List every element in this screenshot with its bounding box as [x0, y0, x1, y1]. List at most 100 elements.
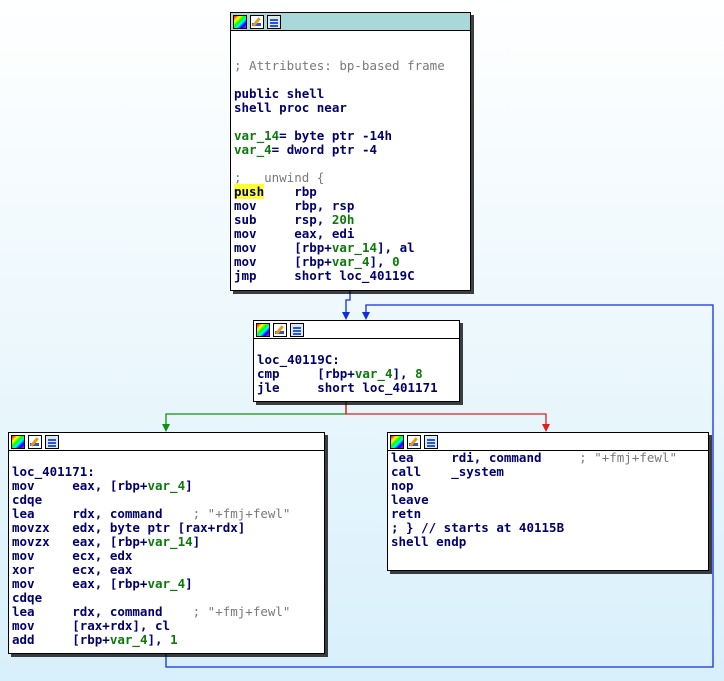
code-line[interactable]: [257, 339, 459, 353]
code-line[interactable]: sub rsp, 20h: [234, 213, 470, 227]
code-line[interactable]: movzx eax, [rbp+var_14]: [12, 535, 324, 549]
code-token[interactable]: shell endp: [391, 534, 467, 549]
code-line[interactable]: shell endp: [391, 535, 708, 549]
code-token[interactable]: xor ecx, eax: [12, 562, 133, 577]
code-token[interactable]: lea rdx, command: [12, 604, 193, 619]
code-line[interactable]: leave: [391, 493, 708, 507]
code-token[interactable]: add [rbp+: [12, 632, 110, 647]
code-line[interactable]: mov [rbp+var_14], al: [234, 241, 470, 255]
code-token[interactable]: cdqe: [12, 590, 43, 605]
code-line[interactable]: [234, 157, 470, 171]
node-header[interactable]: [254, 321, 459, 339]
code-token[interactable]: = dword ptr -4: [271, 142, 377, 157]
code-line[interactable]: public shell: [234, 87, 470, 101]
code-line[interactable]: mov eax, [rbp+var_4]: [12, 577, 324, 591]
code-line[interactable]: cmp [rbp+var_4], 8: [257, 367, 459, 381]
code-token[interactable]: movzx edx, byte ptr [rax+rdx]: [12, 520, 246, 535]
code-line[interactable]: mov rbp, rsp: [234, 199, 470, 213]
code-token[interactable]: loc_401171:: [12, 464, 95, 479]
code-token[interactable]: mov eax, edi: [234, 226, 355, 241]
code-line[interactable]: cdqe: [12, 591, 324, 605]
code-token[interactable]: var_4: [109, 632, 148, 647]
code-token[interactable]: shell proc near: [234, 100, 347, 115]
code-token[interactable]: ],: [392, 366, 416, 381]
code-token[interactable]: mov rbp, rsp: [234, 198, 355, 213]
color-icon[interactable]: [256, 322, 270, 337]
code-token[interactable]: ; "+fmj+fewl": [192, 604, 291, 619]
code-token[interactable]: 1: [170, 632, 178, 647]
code-token[interactable]: mov [rbp+: [234, 254, 332, 269]
code-token[interactable]: 0: [392, 254, 400, 269]
code-line[interactable]: mov eax, [rbp+var_4]: [12, 479, 324, 493]
code-token[interactable]: movzx eax, [rbp+: [12, 534, 148, 549]
code-token[interactable]: var_14: [234, 128, 280, 143]
code-line[interactable]: var_14= byte ptr -14h: [234, 129, 470, 143]
code-token[interactable]: var_4: [354, 366, 393, 381]
code-line[interactable]: add [rbp+var_4], 1: [12, 633, 324, 647]
rename-icon[interactable]: [407, 434, 421, 449]
code-token[interactable]: var_4: [147, 576, 186, 591]
code-line[interactable]: lea rdx, command ; "+fmj+fewl": [12, 507, 324, 521]
code-line[interactable]: [234, 31, 470, 45]
code-token[interactable]: ; "+fmj+fewl": [192, 506, 291, 521]
code-line[interactable]: call _system: [391, 465, 708, 479]
code-token[interactable]: var_4: [147, 478, 186, 493]
code-token[interactable]: ]: [185, 478, 193, 493]
code-token[interactable]: public shell: [234, 86, 325, 101]
code-token[interactable]: mov [rax+rdx], cl: [12, 618, 171, 633]
code-token[interactable]: nop: [391, 478, 414, 493]
graph-icon[interactable]: [290, 322, 304, 337]
code-token[interactable]: leave: [391, 492, 429, 507]
code-token[interactable]: ], al: [377, 240, 415, 255]
cursor-token[interactable]: push: [234, 184, 265, 199]
code-line[interactable]: push rbp: [234, 184, 470, 199]
code-token[interactable]: cmp [rbp+: [257, 366, 355, 381]
code-token[interactable]: var_4: [234, 142, 272, 157]
code-line[interactable]: mov [rax+rdx], cl: [12, 619, 324, 633]
code-line[interactable]: movzx edx, byte ptr [rax+rdx]: [12, 521, 324, 535]
code-line[interactable]: [234, 45, 470, 59]
code-line[interactable]: var_4= dword ptr -4: [234, 143, 470, 157]
code-token[interactable]: var_4: [331, 254, 370, 269]
graph-icon[interactable]: [267, 14, 281, 29]
code-token[interactable]: = byte ptr -14h: [279, 128, 393, 143]
code-token[interactable]: ]: [185, 576, 193, 591]
code-token[interactable]: ],: [147, 632, 171, 647]
code-token[interactable]: jmp short loc_40119C: [234, 268, 415, 283]
code-line[interactable]: loc_40119C:: [257, 353, 459, 367]
code-token[interactable]: mov eax, [rbp+: [12, 478, 148, 493]
code-line[interactable]: shell proc near: [234, 101, 470, 115]
code-line[interactable]: lea rdx, command ; "+fmj+fewl": [12, 605, 324, 619]
code-line[interactable]: lea rdi, command ; "+fmj+fewl": [391, 451, 708, 465]
code-token[interactable]: loc_40119C:: [257, 352, 340, 367]
node-header[interactable]: [231, 13, 470, 31]
graph-icon[interactable]: [424, 434, 438, 449]
code-line[interactable]: [12, 451, 324, 465]
code-token[interactable]: 20h: [331, 212, 355, 227]
code-token[interactable]: lea rdx, command: [12, 506, 193, 521]
code-token[interactable]: ]: [192, 534, 201, 549]
color-icon[interactable]: [233, 14, 247, 29]
graph-icon[interactable]: [45, 434, 59, 449]
rename-icon[interactable]: [273, 322, 287, 337]
code-token[interactable]: cdqe: [12, 492, 43, 507]
color-icon[interactable]: [390, 434, 404, 449]
code-token[interactable]: ],: [369, 254, 393, 269]
code-token[interactable]: jle short loc_401171: [257, 380, 438, 395]
code-line[interactable]: mov [rbp+var_4], 0: [234, 255, 470, 269]
code-token[interactable]: 8: [415, 366, 423, 381]
code-token[interactable]: ; "+fmj+fewl": [579, 450, 677, 465]
rename-icon[interactable]: [250, 14, 264, 29]
code-line[interactable]: loc_401171:: [12, 465, 324, 479]
code-token[interactable]: mov ecx, edx: [12, 548, 133, 563]
rename-icon[interactable]: [28, 434, 42, 449]
code-token[interactable]: mov eax, [rbp+: [12, 576, 148, 591]
code-token[interactable]: ; __unwind {: [234, 170, 325, 185]
code-line[interactable]: xor ecx, eax: [12, 563, 324, 577]
code-line[interactable]: jmp short loc_40119C: [234, 269, 470, 283]
code-token[interactable]: rbp: [264, 184, 317, 199]
code-line[interactable]: cdqe: [12, 493, 324, 507]
code-line[interactable]: [234, 73, 470, 87]
